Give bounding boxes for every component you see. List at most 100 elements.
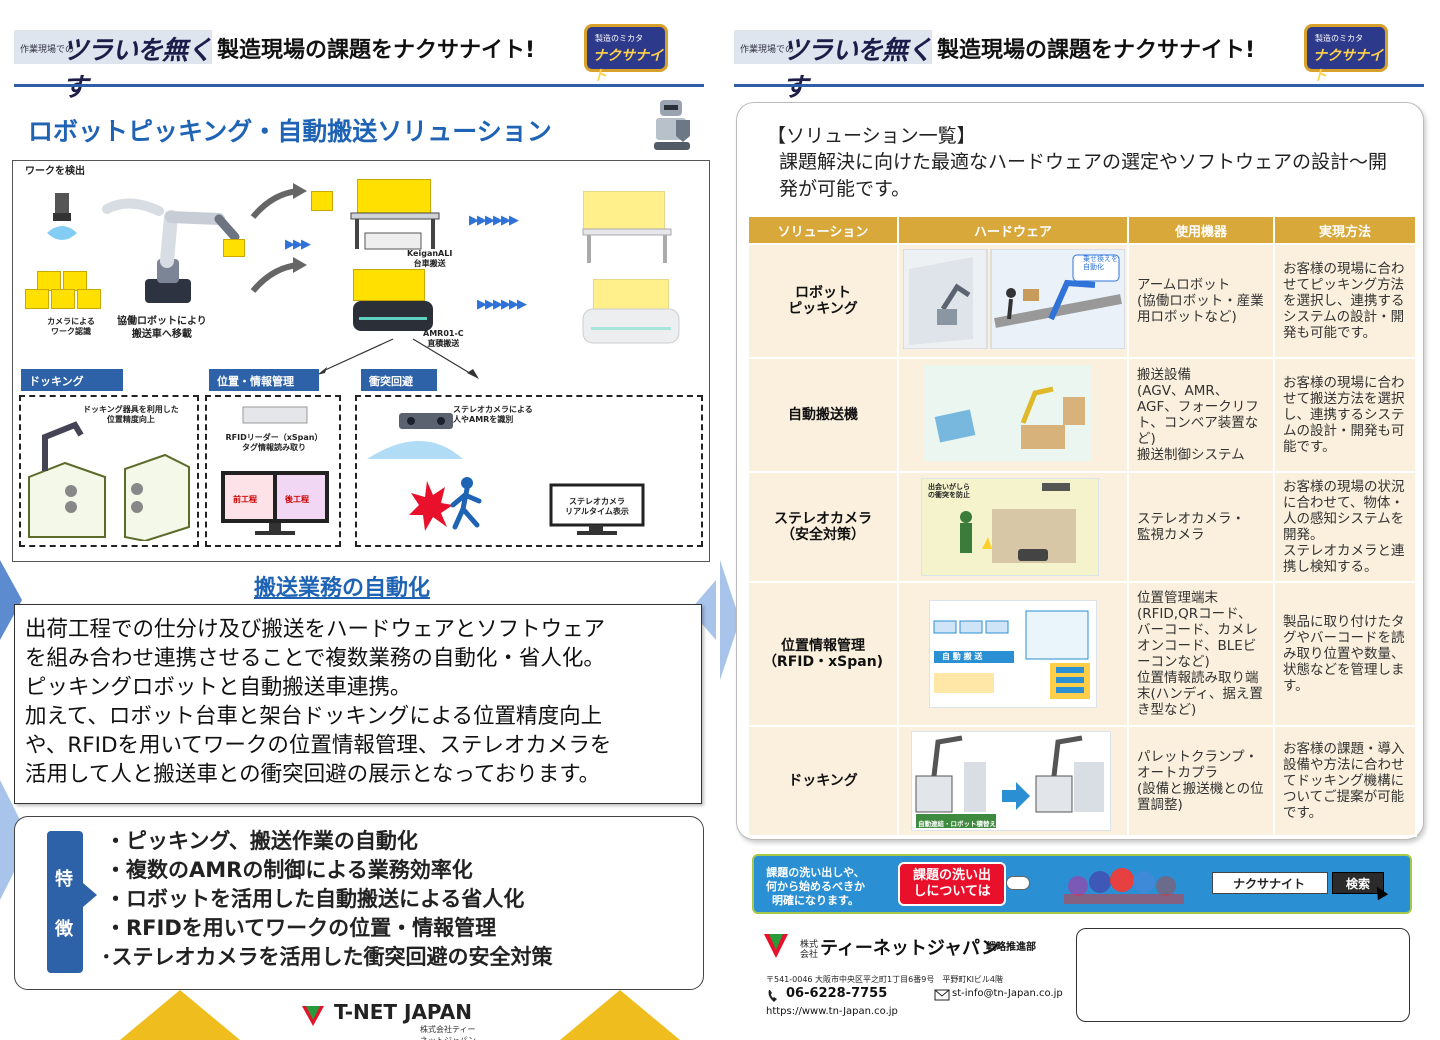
features-tag: 特 徴: [47, 831, 83, 973]
header: 作業現場での ツラいを無くす 製造現場の課題をナクサナイト! 製造のミカタ ナク…: [14, 24, 704, 103]
table-row: ステレオカメラ （安全対策） 出会いがしら の衝突を防止: [747, 471, 1417, 583]
keigan-cart-ghost-icon: [582, 228, 672, 263]
hardware-label: 出会いがしら の衝突を防止: [928, 483, 970, 499]
decor-triangle: [720, 560, 740, 680]
badge-big-text: ツラいを無くす: [782, 36, 933, 103]
cobot-caption: 協働ロボットにより 搬送車へ移載: [117, 316, 207, 340]
robot-mascot-icon: [654, 100, 690, 150]
keigan-caption: KeiganALI 台車搬送: [407, 249, 453, 268]
stereo-camera-icon: [367, 413, 463, 459]
docking-drawing: [915, 735, 1104, 828]
tnet-mark-icon: [302, 1006, 324, 1026]
badge-small-text: 作業現場での: [20, 45, 75, 55]
method-cell: お客様の現場に合わせて搬送方法を選択し、連携するシステムの設計・開発も可能です。: [1273, 357, 1417, 473]
stereo-safety-drawing: [960, 483, 1076, 563]
crate-stack-ghost: [593, 279, 669, 311]
phone-icon: [768, 990, 777, 1002]
rfid-reader-icon: [242, 406, 308, 424]
work-crate: [77, 289, 101, 309]
flow-arrows: ▶▶▶▶▶▶: [477, 297, 527, 312]
keigan-cart-icon: [350, 212, 440, 250]
robot-picking-illustration: [902, 248, 1126, 350]
monitor-icon: [221, 471, 329, 535]
curved-arrow-down-icon: [250, 257, 307, 293]
work-crate: [63, 271, 87, 291]
description-line: 出荷工程での仕分け及び搬送をハードウェアとソフトウェア: [25, 617, 606, 642]
search-banner: 課題の洗い出しや、 何から始めるべきか 明確になります。 課題の洗い出 しについ…: [752, 854, 1412, 914]
company-info: 株式 会社 ティーネットジャパン 戦略推進部 〒541-0046 大阪市中央区平…: [762, 928, 1063, 1028]
camera-icon: [47, 193, 77, 240]
search-input[interactable]: ナクサナイト: [1212, 872, 1328, 894]
method-cell: 製品に取り付けたタグやバーコードを読み取り位置や数量、状態などを管理します。: [1273, 581, 1417, 727]
crate-stack: [357, 179, 431, 215]
header: 作業現場での ツラいを無くす 製造現場の課題をナクサナイト! 製造のミカタ ナク…: [734, 24, 1424, 103]
device-cell: アームロボット (協働ロボット・産業用ロボットなど): [1127, 243, 1275, 359]
description-line: 加えて、ロボット台車と架台ドッキングによる位置精度向上: [25, 704, 603, 729]
page-title: ロボットピッキング・自動搬送ソリューション: [28, 117, 552, 146]
banner-cta-button[interactable]: 課題の洗い出 しについては: [898, 862, 1006, 906]
hardware-cell: [897, 357, 1129, 473]
company-url[interactable]: https://www.tn-Japan.co.jp: [766, 1006, 898, 1017]
work-crate: [25, 289, 49, 309]
rfid-drawing: [933, 610, 1090, 699]
hardware-cell: 出会いがしら の衝突を防止: [897, 471, 1129, 583]
search-button[interactable]: 検索: [1332, 872, 1384, 894]
header-divider: [734, 84, 1424, 87]
description-line: を組み合わせ連携させることで複数業務の自動化・省人化。: [25, 646, 605, 671]
description-line: や、RFIDを用いてワークの位置情報管理、ステレオカメラを: [25, 733, 612, 758]
collision-warning-icon: [409, 477, 482, 531]
agv-illustration: [923, 365, 1091, 461]
features-tag-char: 特: [55, 869, 73, 890]
right-page: 作業現場での ツラいを無くす 製造現場の課題をナクサナイト! 製造のミカタ ナク…: [720, 0, 1440, 1040]
solution-name: 位置情報管理 （RFID・xSpan): [747, 581, 899, 727]
logo-top-text: 製造のミカタ: [1315, 34, 1363, 43]
method-cell: お客様の課題・導入設備や方法に合わせてドッキング機構についてご提案が可能です。: [1273, 725, 1417, 837]
header-title: 製造現場の課題をナクサナイト!: [217, 38, 536, 63]
crate-stack-ghost: [583, 191, 665, 231]
solutions-panel: 【ソリューション一覧】 課題解決に向けた最適なハードウェアの選定やソフトウェアの…: [736, 102, 1424, 840]
feature-item: ・ロボットを活用した自動搬送による省人化: [105, 887, 525, 911]
work-crate: [51, 289, 75, 309]
left-page: 作業現場での ツラいを無くす 製造現場の課題をナクサナイト! 製造のミカタ ナク…: [0, 24, 716, 1040]
logo-top-text: 製造のミカタ: [595, 34, 643, 43]
mascot-characters-icon: [1064, 868, 1184, 904]
company-email[interactable]: st-info@tn-Japan.co.jp: [952, 988, 1063, 999]
pointing-hand-icon: [1006, 876, 1030, 890]
features-tag-arrow: [83, 883, 97, 907]
solution-name: ステレオカメラ （安全対策）: [747, 471, 899, 583]
hardware-cell: 乗せ換えを 自動化: [897, 243, 1129, 359]
logo-main-text: ナクサナイト: [1313, 48, 1383, 84]
curved-arrow-up-icon: [250, 183, 307, 219]
stereo-safety-illustration: 出会いがしら の衝突を防止: [921, 478, 1099, 576]
docking-illustration: 自動連結・ロボット積替え: [911, 731, 1111, 831]
hardware-cell: 自動連結・ロボット積替え: [897, 725, 1129, 837]
hardware-label: 自 動 搬 送: [942, 652, 983, 661]
detect-label: ワークを検出: [25, 166, 85, 177]
feature-item: ･ステレオカメラを活用した衝突回避の安全対策: [101, 945, 553, 969]
flow-arrows: ▶▶▶: [285, 237, 311, 252]
nakusanite-logo: 製造のミカタ ナクサナイト: [584, 24, 668, 84]
table-row: 自動搬送機 搬送設備 (AGV、AMR、AGF、フォークリフト、コンベア装置など…: [747, 357, 1417, 473]
badge-big-text: ツラいを無くす: [62, 36, 213, 103]
header-badge: 作業現場での ツラいを無くす: [734, 30, 933, 103]
work-crate: [37, 271, 61, 291]
pointer-lines: [317, 338, 479, 379]
features-list: ・ピッキング、搬送作業の自動化 ・複数のAMRの制御による業務効率化 ・ロボット…: [101, 827, 553, 972]
stereo-caption: ステレオカメラによる 人やAMRを識別: [453, 405, 533, 424]
realtime-monitor-icon: [549, 483, 645, 535]
process-before-label: 前工程: [233, 495, 257, 504]
rfid-caption: RFIDリーダー（xSpan） タグ情報読み取り: [225, 433, 323, 452]
tnet-logo-text: T-NET JAPAN: [334, 1000, 472, 1024]
feature-item: ・RFIDを用いてワークの位置・情報管理: [105, 916, 497, 940]
tnet-mark-icon: [764, 934, 788, 958]
table-row: 位置情報管理 （RFID・xSpan): [747, 581, 1417, 727]
badge-small-text: 作業現場での: [740, 45, 795, 55]
section-heading: 搬送業務の自動化: [254, 576, 431, 601]
column-header: 使用機器: [1127, 215, 1275, 245]
solution-name: ロボット ピッキング: [747, 243, 899, 359]
hardware-label: 自動連結・ロボット積替え: [918, 820, 996, 828]
column-header: ソリューション: [747, 215, 899, 245]
description-line: 活用して人と搬送車との衝突回避の展示となっております。: [25, 762, 601, 787]
features-box: 特 徴 ・ピッキング、搬送作業の自動化 ・複数のAMRの制御による業務効率化 ・…: [14, 816, 704, 990]
header-title: 製造現場の課題をナクサナイト!: [937, 38, 1256, 63]
